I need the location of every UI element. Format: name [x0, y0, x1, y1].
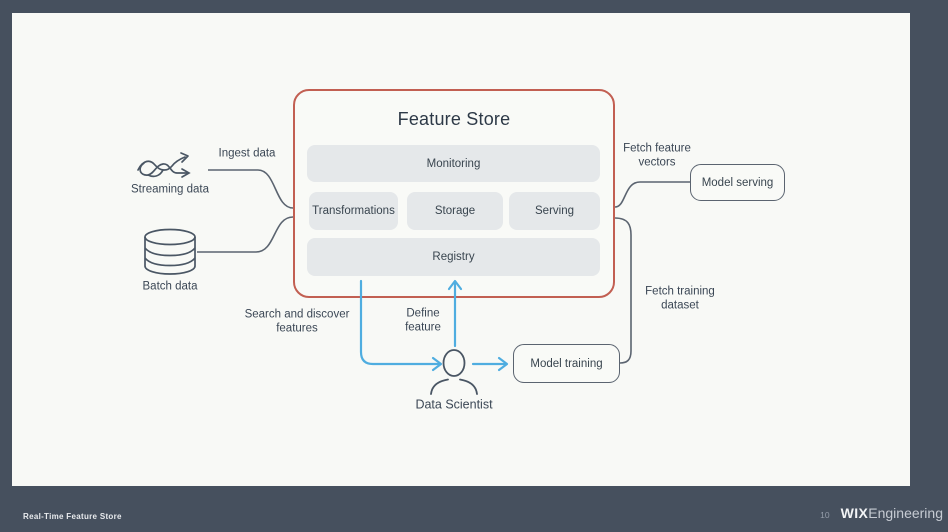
streaming-to-featurestore-connector [208, 169, 294, 209]
streaming-data-icon [137, 152, 191, 178]
fetch-training-dataset-label: Fetch training dataset [645, 286, 715, 313]
monitoring-node: Monitoring [307, 145, 600, 182]
fetch-training-dataset-line2: dataset [661, 299, 699, 311]
slide-canvas: Feature Store Monitoring Transformations… [12, 13, 910, 486]
wix-logo: WIX [840, 505, 869, 521]
wix-engineering-wordmark: Engineering [868, 505, 943, 521]
batch-data-label: Batch data [142, 280, 198, 293]
search-discover-line1: Search and discover [244, 308, 350, 321]
search-discover-line2: features [276, 322, 318, 334]
transformations-node: Transformations [309, 192, 398, 230]
fetch-feature-vectors-line2: vectors [638, 156, 676, 168]
page-number: 10 [820, 510, 830, 520]
batch-to-featurestore-connector [197, 216, 294, 253]
search-discover-label: Search and discover features [245, 309, 350, 336]
data-scientist-label: Data Scientist [415, 397, 493, 412]
define-feature-line1: Define [406, 307, 440, 320]
registry-node: Registry [307, 238, 600, 276]
model-training-node: Model training [513, 344, 620, 383]
batch-data-icon [144, 228, 196, 275]
fetch-feature-vectors-line1: Fetch feature [623, 142, 691, 155]
feature-store-title: Feature Store [397, 109, 511, 129]
feature-store-box: Feature Store Monitoring Transformations… [293, 89, 615, 298]
scientist-to-training-arrowhead [497, 356, 509, 372]
define-feature-label: Define feature [405, 308, 441, 335]
data-scientist-icon [430, 349, 478, 395]
serving-node: Serving [509, 192, 600, 230]
storage-node: Storage [407, 192, 503, 230]
footer-deck-title: Real-Time Feature Store [23, 512, 122, 521]
featurestore-to-modelserving-connector [614, 181, 690, 208]
fetch-training-dataset-line1: Fetch training [645, 285, 715, 298]
ingest-data-label: Ingest data [218, 147, 276, 160]
streaming-data-label: Streaming data [131, 183, 209, 196]
fetch-feature-vectors-label: Fetch feature vectors [623, 143, 691, 170]
featurestore-to-modeltraining-connector [614, 217, 632, 364]
model-serving-node: Model serving [690, 164, 785, 201]
define-feature-line2: feature [405, 321, 441, 333]
footer-brand-group: 10 WIX Engineering [820, 505, 943, 521]
